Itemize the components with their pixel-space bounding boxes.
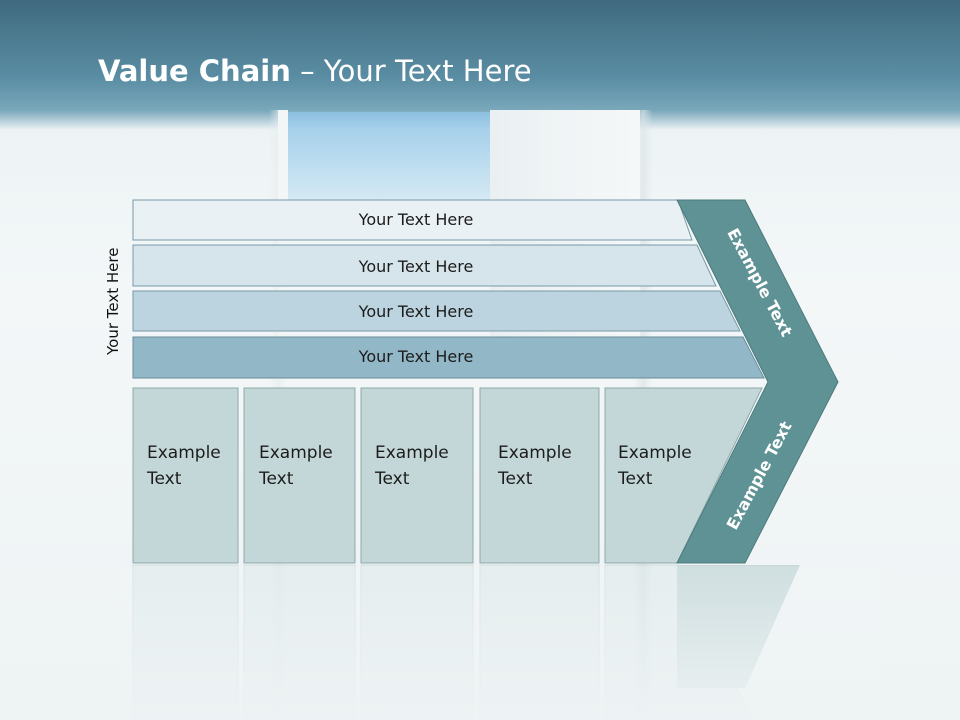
box-4-line2: Text [497,469,533,489]
box-5-line2: Text [617,469,653,489]
box-1-line2: Text [146,469,182,489]
chevron-arrow[interactable] [676,199,839,564]
bar-1-shape[interactable] [132,199,693,241]
box-2[interactable] [243,387,356,564]
slide-title-bold: Value Chain [98,54,291,88]
box-2-line1: Example [259,443,333,463]
box-2-line2: Text [258,469,294,489]
reflection-fade [120,566,880,720]
box-3-line1: Example [375,443,449,463]
header-band [0,0,960,130]
box-4[interactable] [479,387,600,564]
bar-3-label: Your Text Here [358,302,474,321]
box-1[interactable] [132,387,239,564]
box-3-line2: Text [374,469,410,489]
bar-2-shape[interactable] [132,244,717,287]
slide-title: Value Chain – Your Text Here [98,54,532,88]
slide-title-rest: – Your Text Here [290,54,532,88]
box-3[interactable] [360,387,474,564]
bar-3-shape[interactable] [132,290,741,332]
box-5-line1: Example [618,443,692,463]
bar-2-label: Your Text Here [358,257,474,276]
bar-4-shape[interactable] [132,336,765,379]
box-1-line1: Example [147,443,221,463]
bar-4-label: Your Text Here [358,347,474,366]
window-sky [288,112,492,202]
box-4-line1: Example [498,443,572,463]
bar-1-label: Your Text Here [358,210,474,229]
